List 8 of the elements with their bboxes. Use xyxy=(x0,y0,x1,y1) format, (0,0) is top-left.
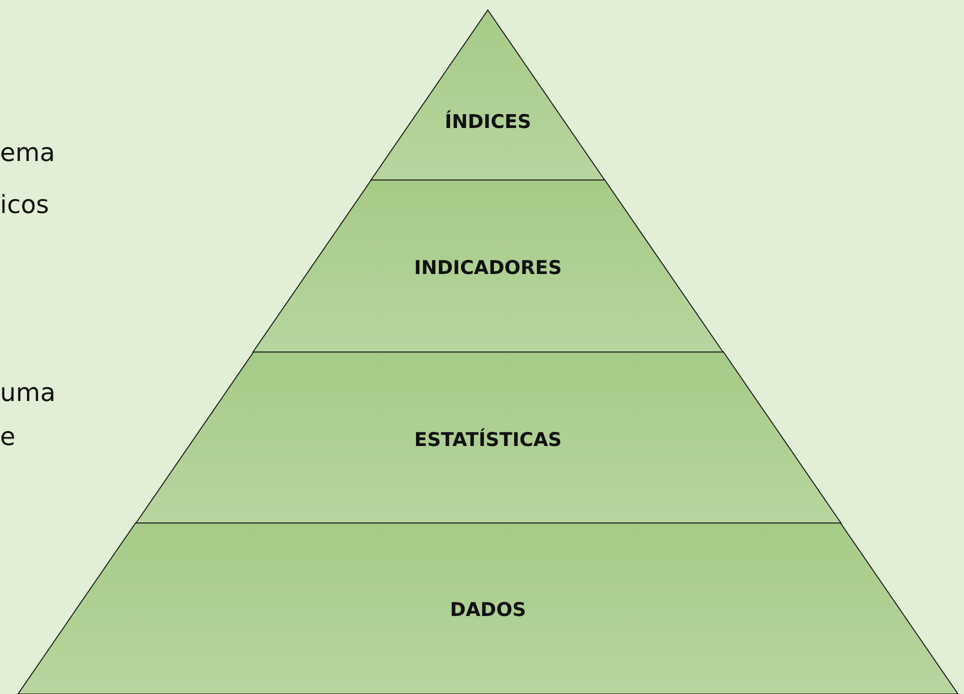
text-fragment: icos xyxy=(0,190,50,220)
level-label: ESTATÍSTICAS xyxy=(413,428,563,452)
level-label: INDICADORES xyxy=(413,256,563,280)
level-label: DADOS xyxy=(448,598,528,622)
level-label: ÍNDICES xyxy=(444,110,532,134)
text-fragment: uma xyxy=(0,378,56,408)
text-fragment: ema xyxy=(0,138,56,168)
text-fragment: e xyxy=(0,422,16,452)
